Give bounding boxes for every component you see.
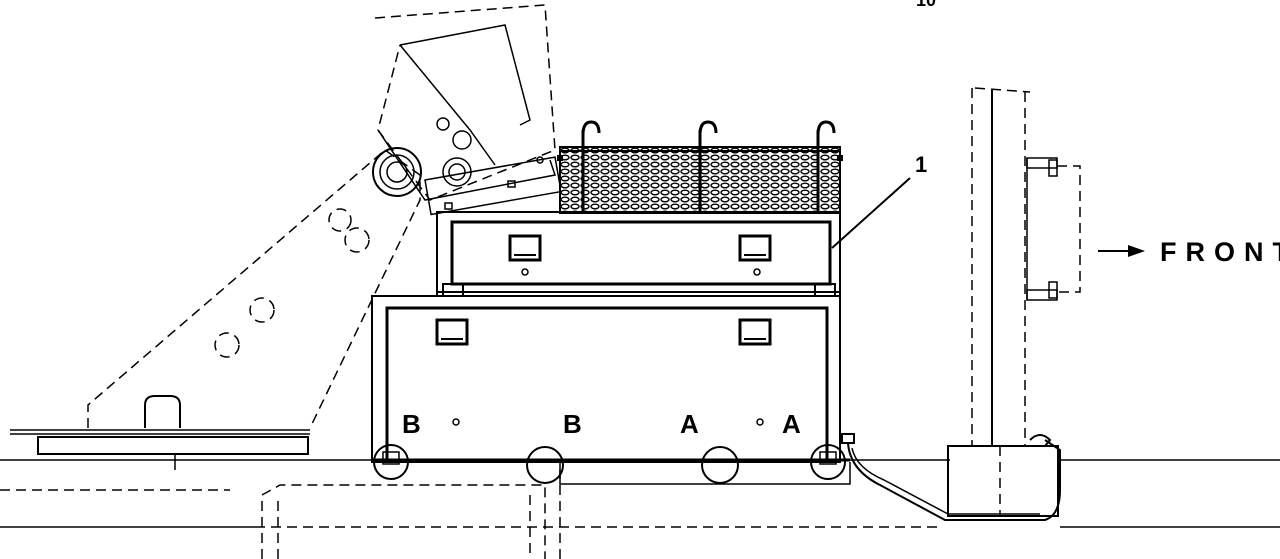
boom-head [372, 4, 562, 216]
cable [841, 433, 1061, 521]
tower [947, 87, 1081, 517]
lower-box [371, 295, 850, 484]
position-a-left-label: A [680, 409, 699, 439]
turntable-base [10, 395, 310, 470]
boom-mount [87, 149, 421, 429]
chassis-lines [0, 459, 1280, 559]
top-number-label: 10 [916, 0, 936, 10]
position-b-left-label: B [402, 409, 421, 439]
position-a-right-label: A [782, 409, 801, 439]
upper-box [436, 211, 841, 297]
basket-rail [557, 120, 843, 214]
front-arrow [1098, 245, 1145, 257]
callout-leader [831, 177, 911, 249]
callout-label-1: 1 [915, 152, 927, 177]
position-b-right-label: B [563, 409, 582, 439]
front-label: FRONT [1160, 237, 1280, 267]
